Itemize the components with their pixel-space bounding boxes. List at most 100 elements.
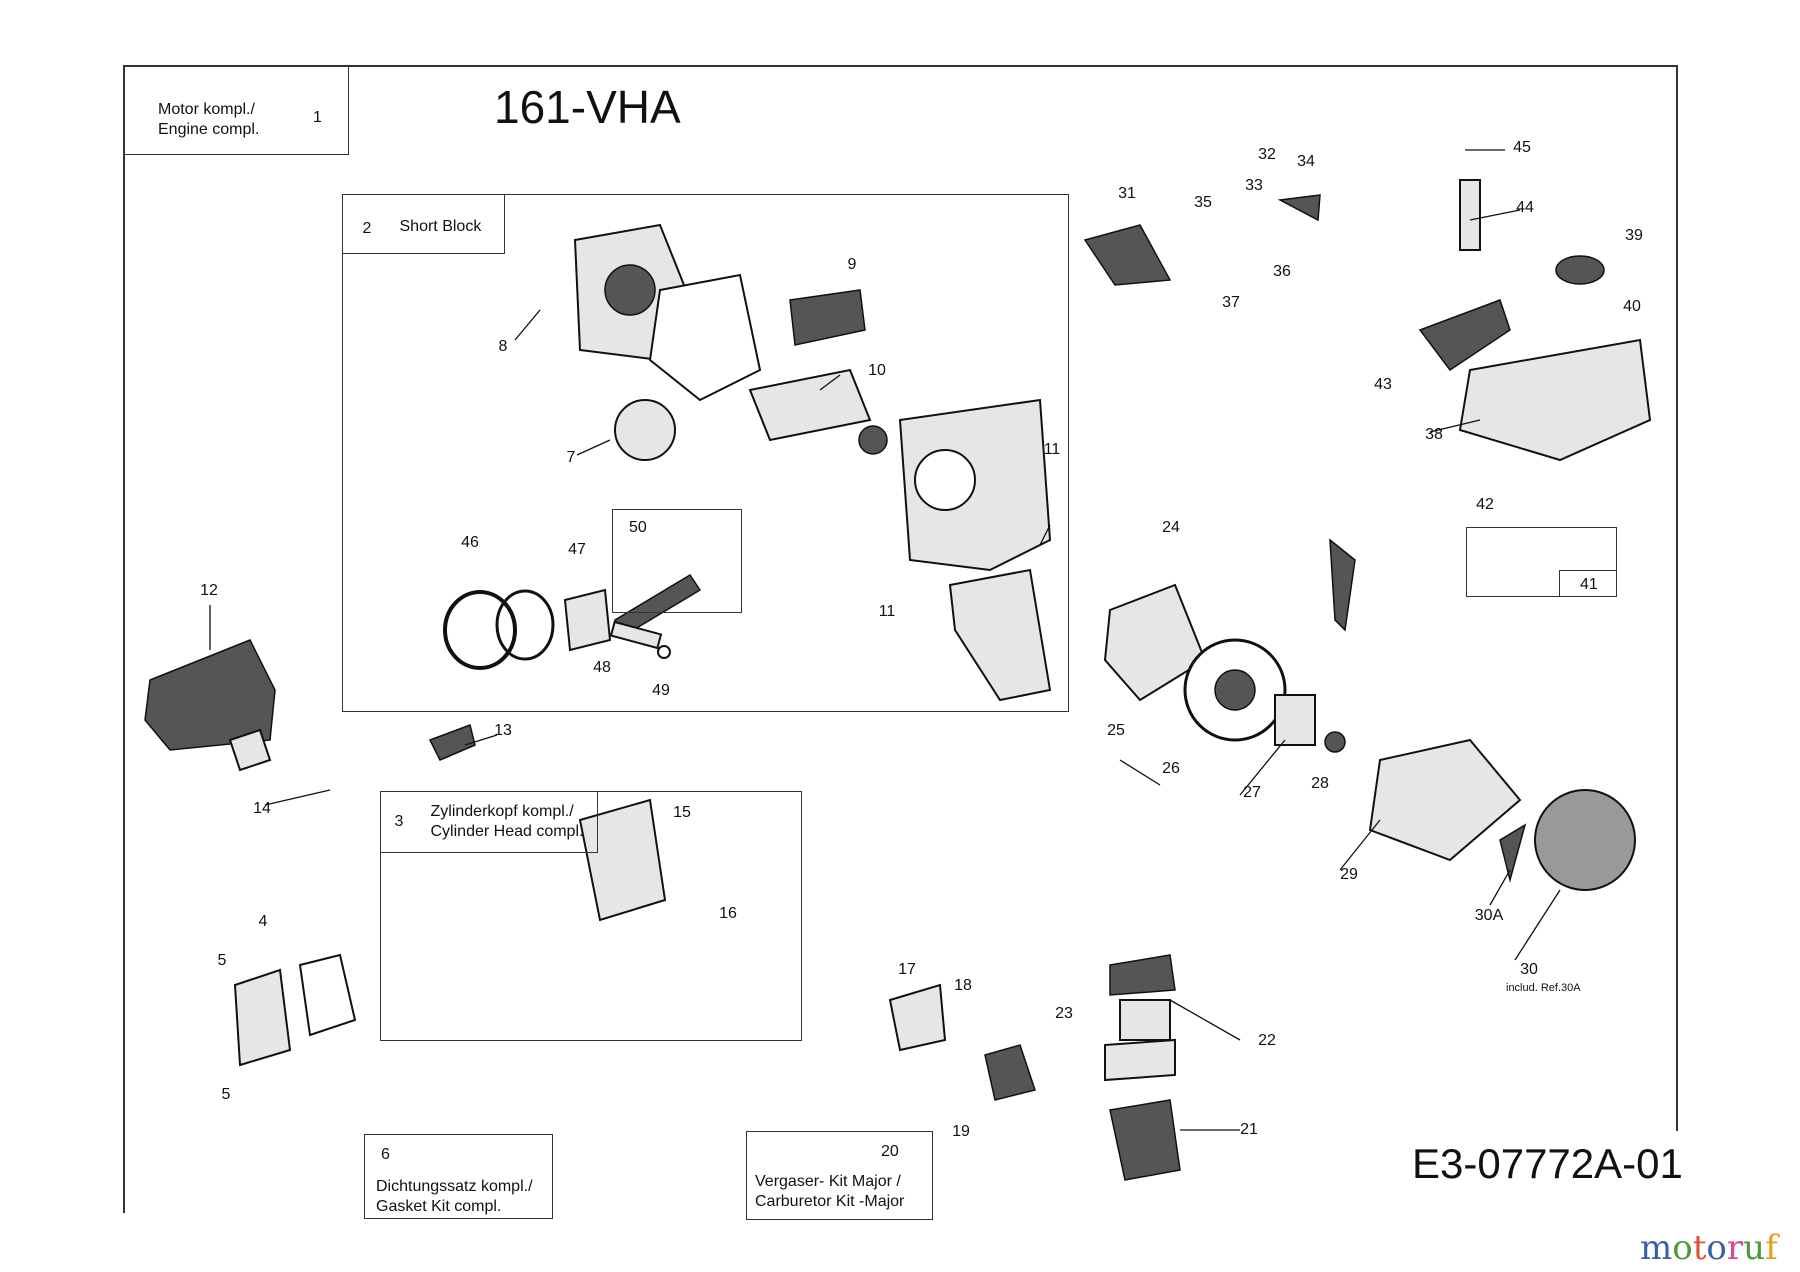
air-deflector (1329, 538, 1356, 632)
cylinder-bore (914, 449, 976, 511)
starter-cup (1274, 694, 1316, 746)
frame-left (123, 65, 125, 1213)
short-block-label-cell: 2 Short Block (341, 193, 505, 254)
clip (657, 645, 671, 659)
air-filter-cover (1109, 954, 1176, 996)
callout-35: 35 (1194, 194, 1212, 211)
short-block-box: 2 Short Block (341, 193, 1069, 712)
air-filter-element (1119, 999, 1171, 1041)
leader-line (819, 374, 841, 391)
diagram-code: E3-07772A-01 (1412, 1140, 1683, 1187)
tank-bracket (1418, 299, 1511, 372)
callout-21: 21 (1240, 1121, 1258, 1138)
leader-line (1469, 209, 1521, 221)
piston (563, 588, 612, 652)
throttle-lever (1277, 194, 1321, 222)
callout-47: 47 (568, 541, 586, 558)
carburetor-kit-number: 20 (881, 1143, 899, 1160)
callout-42: 42 (1476, 496, 1494, 513)
gasket-kit-label-1: Dichtungssatz kompl./ (376, 1178, 533, 1195)
kit-engine-label-1: Motor kompl./ (158, 101, 255, 118)
leader-line (464, 734, 498, 746)
starter-handle (1499, 823, 1527, 883)
callout-5: 5 (217, 952, 227, 969)
fuel-tank (1458, 338, 1652, 462)
callout-43: 43 (1374, 376, 1392, 393)
flywheel-nut (1324, 731, 1346, 753)
callout-46: 46 (461, 534, 479, 551)
leader-line (1489, 869, 1511, 906)
callout-40: 40 (1623, 298, 1641, 315)
carb-bracket (888, 983, 947, 1052)
callout-11: 11 (1043, 441, 1061, 458)
callout-14: 14 (253, 800, 271, 817)
callout-10: 10 (868, 362, 886, 379)
callout-25: 25 (1107, 722, 1125, 739)
kit-engine-number: 1 (313, 109, 322, 126)
callout-22: 22 (1258, 1032, 1276, 1049)
callout-39: 39 (1625, 227, 1643, 244)
piston-rings-2 (495, 589, 555, 661)
camshaft-gear (614, 399, 676, 461)
carburetor (984, 1044, 1036, 1101)
breather-cover (948, 568, 1052, 702)
air-filter-base (1104, 1038, 1176, 1082)
oil-seal (604, 264, 656, 316)
connecting-rod-box: 50 (612, 509, 742, 613)
callout-38: 38 (1425, 426, 1443, 443)
leader-line (1239, 739, 1286, 796)
callout-37: 37 (1222, 294, 1240, 311)
gasket-crankcase (648, 273, 762, 402)
gasket-kit-label-2: Gasket Kit compl. (376, 1198, 502, 1215)
control-bracket (1083, 224, 1172, 286)
cylinder-head-cover (144, 639, 276, 751)
callout-23: 23 (1055, 1005, 1073, 1022)
dipstick (1459, 179, 1481, 251)
callout-29: 29 (1340, 866, 1358, 883)
callout-17: 17 (898, 961, 916, 978)
fuel-line-box: 41 (1466, 527, 1617, 597)
callout-49: 49 (652, 682, 670, 699)
muffler (1109, 1099, 1181, 1181)
short-block-label: Short Block (399, 217, 482, 235)
connecting-rod-number: 50 (629, 519, 647, 536)
leader-line (1119, 759, 1161, 786)
callout-45: 45 (1513, 139, 1531, 156)
bearing (858, 425, 888, 455)
carburetor-kit-label-1: Vergaser- Kit Major / (755, 1173, 901, 1190)
callout-4: 4 (258, 913, 268, 930)
callout-26: 26 (1162, 760, 1180, 777)
cylinder-head-box: 3 Zylinderkopf kompl./ Cylinder Head com… (379, 790, 802, 1041)
leader-line (1039, 524, 1051, 546)
model-title: 161-VHA (494, 81, 681, 133)
callout-13: 13 (494, 722, 512, 739)
callout-5: 5 (221, 1086, 231, 1103)
carburetor-kit-box: 20 Vergaser- Kit Major / Carburetor Kit … (746, 1131, 933, 1220)
cylinder-head-label-2: Cylinder Head compl. (430, 822, 584, 840)
valve-cover (233, 968, 292, 1067)
frame-top (123, 65, 1678, 67)
leader-line (1169, 999, 1241, 1041)
callout-48: 48 (593, 659, 611, 676)
leader-line (576, 439, 611, 456)
cylinder-head-number: 3 (394, 812, 404, 830)
carburetor-kit-label-2: Carburetor Kit -Major (755, 1193, 905, 1210)
fuel-line-number: 41 (1580, 576, 1598, 593)
spark-plug (428, 724, 476, 761)
blower-housing (1368, 738, 1522, 862)
ignition-coil (1103, 583, 1207, 702)
crankshaft (748, 368, 872, 442)
gasket-kit-box: 6 Dichtungssatz kompl./ Gasket Kit compl… (364, 1134, 553, 1219)
leader-line (514, 309, 541, 341)
piston-pin (609, 620, 663, 650)
watermark-logo: motoruf.de (1640, 1228, 1778, 1268)
callout-32: 32 (1258, 146, 1276, 163)
cylinder-head-label-1: Zylinderkopf kompl./ (430, 802, 574, 820)
leader-line (1429, 419, 1481, 433)
fuel-cap (1555, 255, 1605, 285)
callout-9: 9 (847, 256, 857, 273)
gasket-kit-number: 6 (381, 1146, 390, 1163)
callout-19: 19 (952, 1123, 970, 1140)
callout-11: 11 (878, 603, 896, 620)
